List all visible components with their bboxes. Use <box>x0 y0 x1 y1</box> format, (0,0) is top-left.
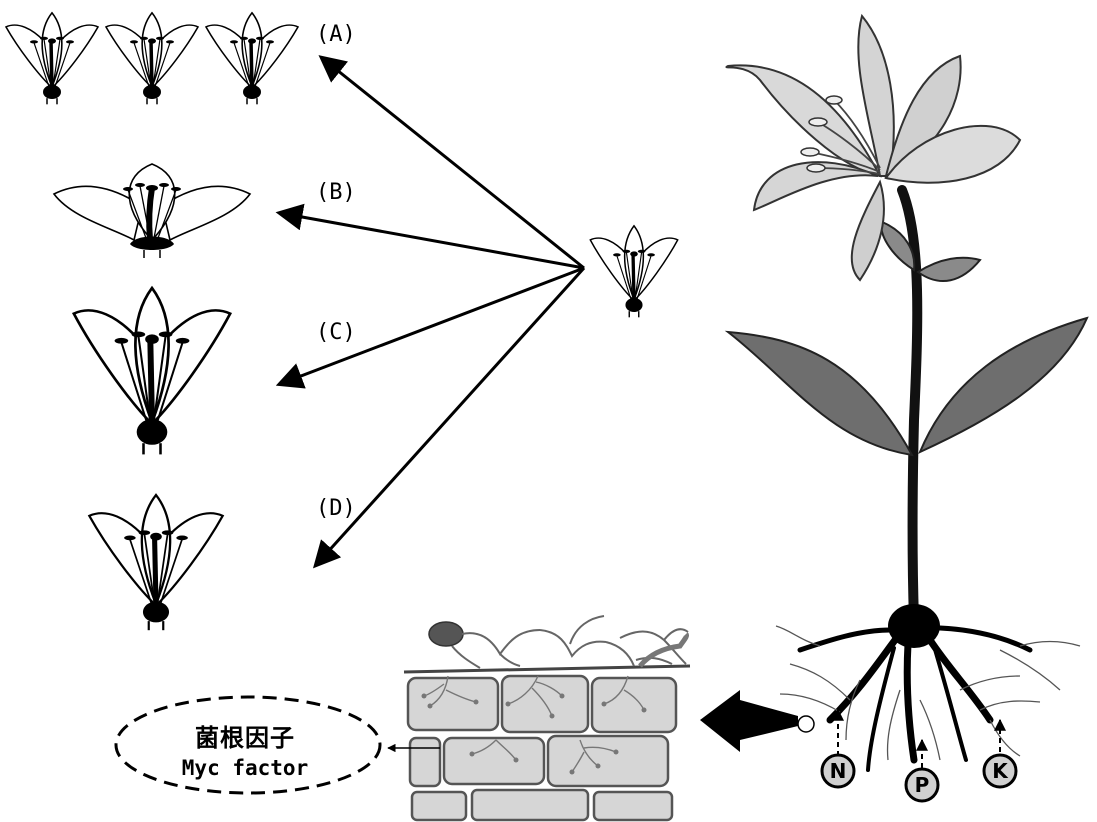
lily-plant <box>724 13 1089 772</box>
myc-factor-ellipse <box>114 695 382 795</box>
arrow-to-a <box>318 55 585 270</box>
root-hair-circle <box>797 715 815 733</box>
option-c-flower <box>74 288 230 454</box>
option-a-flowers <box>4 11 300 107</box>
root-cell-tissue <box>387 615 691 822</box>
cell <box>590 676 678 734</box>
option-b-flower <box>52 163 252 258</box>
option-arrows <box>275 55 586 569</box>
option-d-label: (D) <box>316 496 356 521</box>
option-b-label: (B) <box>316 180 356 205</box>
arrow-to-c <box>275 266 585 389</box>
nutrient-p-label: P <box>914 773 930 797</box>
lily-flower <box>725 13 1022 282</box>
fungal-spore <box>428 621 464 647</box>
cell <box>546 734 670 788</box>
nutrient-p-circle <box>904 767 940 803</box>
flower-a-2 <box>104 11 200 107</box>
option-a-label: (A) <box>316 22 356 47</box>
flower-a-3 <box>204 11 300 107</box>
arrow-to-d <box>312 266 586 569</box>
option-d-flower <box>89 495 222 630</box>
arrow-to-b <box>275 203 585 270</box>
nutrient-n-circle <box>820 753 856 789</box>
cell <box>470 788 590 822</box>
nutrient-k-circle <box>982 753 1018 789</box>
roots <box>797 625 1033 772</box>
cell <box>410 790 468 822</box>
right-leaf <box>918 316 1089 454</box>
cell <box>406 676 500 732</box>
cell <box>408 736 442 788</box>
nutrient-arrows <box>832 708 1006 768</box>
cell <box>592 790 674 822</box>
nutrient-k-label: K <box>992 759 1008 783</box>
myc-factor-chinese: 菌根因子 <box>195 724 295 752</box>
reference-flower <box>588 224 680 319</box>
cell <box>442 736 546 786</box>
left-leaf <box>724 330 914 457</box>
nutrient-circles <box>820 753 1018 803</box>
myc-factor-english: Myc factor <box>181 756 309 780</box>
flower-a-1 <box>4 11 100 107</box>
option-c-label: (C) <box>316 320 356 345</box>
magnify-arrow <box>700 690 798 752</box>
nutrient-n-label: N <box>829 759 847 783</box>
